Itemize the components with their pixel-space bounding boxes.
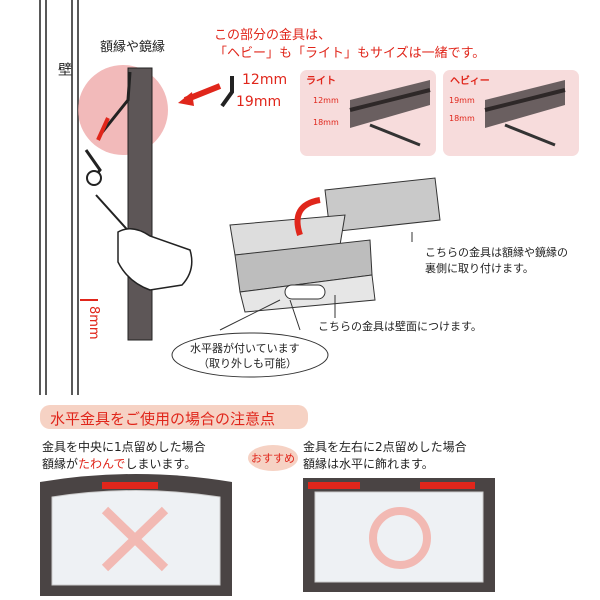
- bad-line1: 金具を中央に1点留めした場合: [42, 440, 206, 454]
- note-line1: この部分の金具は、: [214, 28, 332, 43]
- good-line1: 金具を左右に2点留めした場合: [303, 440, 467, 454]
- hand-icon: [117, 228, 193, 291]
- cross-icon: [101, 506, 169, 572]
- wall-gap-label: 8mm: [86, 306, 101, 340]
- wall: [39, 0, 79, 395]
- frame-board: [127, 67, 153, 341]
- recommended-badge: おすすめ: [248, 445, 298, 471]
- frame-side-callout-1: こちらの金具は額縁や鏡縁の: [425, 246, 568, 259]
- light-title: ライト: [306, 76, 336, 87]
- light-dim-bottom: 18mm: [313, 118, 339, 127]
- good-line2: 額縁は水平に飾れます。: [303, 457, 434, 471]
- bad-line2-pre: 額縁が: [42, 457, 79, 471]
- heavy-title: ヘビィー: [450, 76, 490, 87]
- circle-ok-icon: [369, 507, 431, 569]
- dim-bottom: 19mm: [236, 94, 282, 110]
- frame-side-callout-2: 裏側に取り付けます。: [425, 262, 534, 275]
- note-line2: 「ヘビー」も「ライト」もサイズは一緒です。: [214, 46, 486, 61]
- level-callout-2: （取り外しも可能）: [198, 357, 297, 370]
- frame-label: 額縁や鏡縁: [100, 40, 166, 55]
- caution-heading-pill: [40, 405, 308, 429]
- bad-line2-emphasis: たわんで: [78, 457, 126, 471]
- wall-label: 壁: [56, 62, 72, 76]
- good-example-frame: [303, 478, 495, 592]
- heavy-dim-bottom: 18mm: [449, 114, 475, 123]
- dim-top: 12mm: [242, 72, 288, 88]
- bad-line2: 額縁がたわんでしまいます。: [42, 455, 196, 472]
- heavy-dim-top: 19mm: [449, 96, 475, 105]
- light-dim-top: 12mm: [313, 96, 339, 105]
- highlight-circle: [78, 65, 168, 155]
- level-bubble: [171, 332, 329, 378]
- caution-heading: 水平金具をご使用の場合の注意点: [50, 410, 276, 428]
- wall-side-callout: こちらの金具は壁面につけます。: [318, 320, 482, 333]
- bracket-3d: [219, 177, 441, 331]
- bad-line2-post: しまいます。: [125, 457, 197, 471]
- bad-example-frame: [40, 474, 232, 596]
- level-callout-1: 水平器が付いています: [190, 342, 300, 355]
